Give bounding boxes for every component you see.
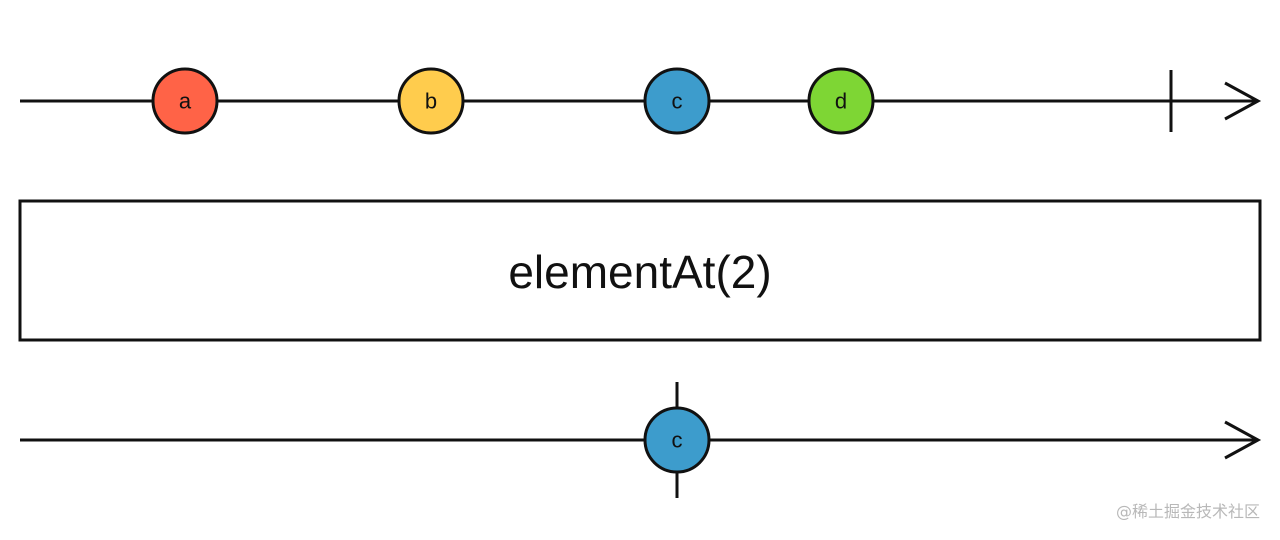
result-marble-c: c xyxy=(643,406,711,474)
source-marble-c-label: c xyxy=(672,89,683,114)
operator-box: elementAt(2) xyxy=(18,199,1262,342)
source-timeline: a b c d xyxy=(20,67,1262,135)
operator-box-frame xyxy=(18,199,1262,342)
source-marble-d-label: d xyxy=(835,89,847,114)
operator-label: elementAt(2) xyxy=(508,246,771,298)
watermark: @稀土掘金技术社区 xyxy=(1115,502,1260,521)
result-timeline: c xyxy=(20,382,1262,498)
result-timeline-arrowhead xyxy=(1224,420,1262,460)
source-marble-d: d xyxy=(807,67,875,135)
source-marble-c: c xyxy=(643,67,711,135)
source-marble-a: a xyxy=(151,67,219,135)
source-timeline-arrowhead xyxy=(1224,81,1262,121)
source-marble-b: b xyxy=(397,67,465,135)
source-marble-b-label: b xyxy=(425,89,437,114)
source-marble-a-label: a xyxy=(179,89,192,114)
result-marble-c-label: c xyxy=(672,428,683,453)
